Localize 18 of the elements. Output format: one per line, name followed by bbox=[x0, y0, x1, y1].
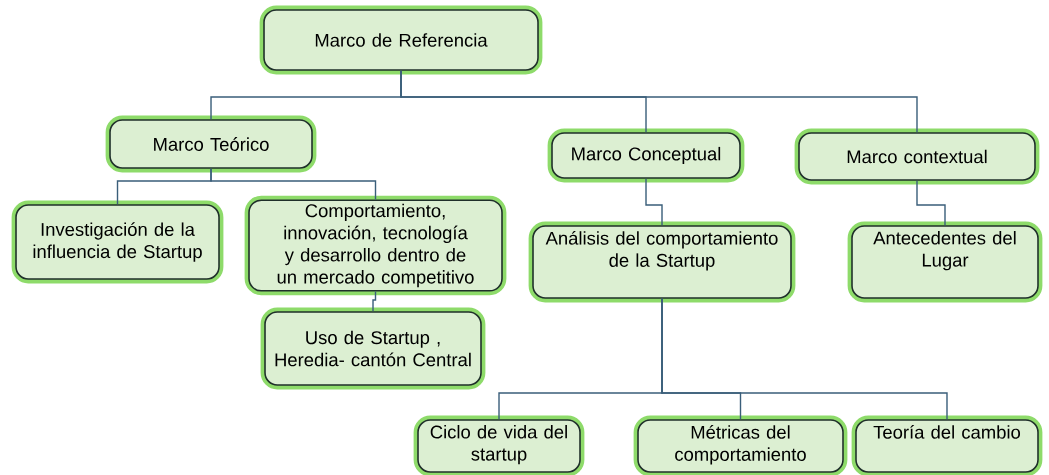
concept-box: Marco Conceptual bbox=[547, 128, 745, 183]
connector-line bbox=[645, 178, 663, 226]
concept-box: Investigación de la influencia de Startup bbox=[11, 200, 224, 284]
concept-box: Marco contextual bbox=[794, 128, 1040, 185]
concept-box: Marco Teórico bbox=[105, 115, 317, 173]
connector-line bbox=[661, 298, 948, 420]
concept-box: Ciclo de vida del startup bbox=[413, 415, 585, 475]
connector-line bbox=[372, 290, 377, 312]
concept-box: Métricas del comportamiento bbox=[633, 415, 848, 475]
concept-box: Comportamiento, innovación, tecnología y desarrollo dentro de un mercado competitivo bbox=[244, 195, 507, 296]
connector-line bbox=[400, 70, 918, 133]
connector-line bbox=[210, 168, 377, 201]
concept-box: Teoría del cambio bbox=[851, 415, 1043, 475]
concept-box: Análisis del comportamiento de la Startup bbox=[528, 221, 796, 303]
connector-line bbox=[916, 180, 946, 226]
concept-box: Marco de Referencia bbox=[259, 5, 543, 75]
concept-box: Antecedentes del Lugar bbox=[847, 221, 1043, 303]
concept-box: Uso de Startup , Heredia- cantón Central bbox=[260, 307, 486, 390]
